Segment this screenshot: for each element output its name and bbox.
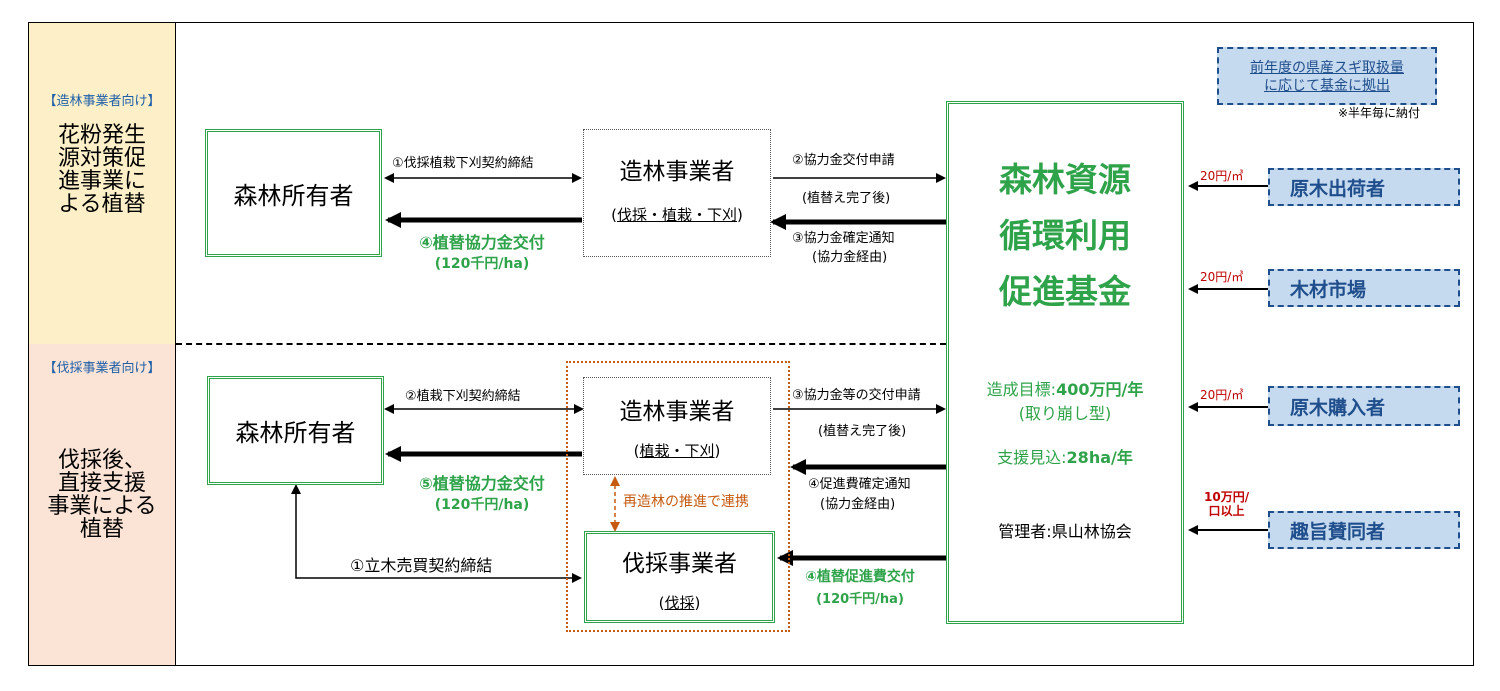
bottom-business-scope: (植栽・下刈) [633,442,721,460]
logging-business-box: 伐採事業者 (伐採) [584,531,775,623]
top-apply-note: (植替え完了後) [802,191,891,206]
fund-manager: 管理者:県山林協会 [998,522,1132,541]
top-business-scope: (伐採・植栽・下刈) [611,206,743,224]
contributor-log-shipper: 原木出荷者 [1268,168,1460,206]
fund-target-note: (取り崩し型) [1018,404,1112,423]
bottom-forest-owner-box: 森林所有者 [207,376,384,485]
top-apply-label: ②協力金交付申請 [792,153,895,168]
bottom-apply-label: ③協力金等の交付申請 [792,388,921,403]
bottom-apply-note: (植替え完了後) [818,424,907,439]
logger-title: 伐採事業者 [622,551,737,577]
bottom-notice-label: ④促進費確定通知 [808,477,911,492]
cooperation-frame [566,361,790,632]
contributor-price-1: 20円/㎥ [1200,169,1244,183]
top-section-sidebar [28,22,176,344]
contributor-price-4: 10万円/ 口以上 [1204,490,1250,518]
top-section-title: 花粉発生 源対策促 進事業に よる植替 [57,123,146,217]
bottom-business-title: 造林事業者 [619,399,735,425]
bottom-section-title: 伐採後、 直接支援 事業による 植替 [47,448,157,542]
bottom-contract-label: ②植栽下刈契約締結 [405,389,521,404]
section-divider [176,343,946,345]
fund-target: 造成目標:400万円/年 [986,380,1144,399]
contributor-timber-market: 木材市場 [1268,269,1460,307]
bottom-afforestation-business-box: 造林事業者 (植栽・下刈) [583,377,771,475]
bottom-section-sidebar [28,344,176,666]
diagram-frame [28,22,1474,666]
fund-title: 森林資源 循環利用 促進基金 [999,160,1131,311]
fund-box: 森林資源 循環利用 促進基金 造成目標:400万円/年 (取り崩し型) 支援見込… [946,101,1184,624]
top-notice-label: ③協力金確定通知 [792,231,895,246]
top-section-tag: 【造林事業者向け】 [43,94,161,109]
logger-scope: (伐採) [658,594,701,612]
cooperation-label: 再造林の推進で連携 [623,494,749,510]
bottom-section-tag: 【伐採事業者向け】 [43,361,161,376]
bottom-notice-note: (協力金経由) [820,497,896,512]
contributor-log-buyer: 原木購入者 [1268,386,1460,426]
bottom-payment-label: ⑤植替協力金交付 (120千円/ha) [419,474,545,513]
contributor-supporter: 趣旨賛同者 [1268,511,1460,549]
promo-payment-label: ④植替促進費交付 (120千円/ha) [805,569,915,607]
contribution-note-sub: ※半年毎に納付 [1338,106,1421,120]
contribution-note-box: 前年度の県産スギ取扱量 に応じて基金に拠出 [1217,47,1437,105]
contributor-price-3: 20円/㎥ [1200,388,1244,402]
top-contract-label: ①伐採植栽下刈契約締結 [392,156,534,171]
top-notice-note: (協力金経由) [812,250,888,265]
top-payment-label: ④植替協力金交付 (120千円/ha) [419,233,545,272]
top-afforestation-business-box: 造林事業者 (伐採・植栽・下刈) [583,129,771,257]
top-business-title: 造林事業者 [619,159,735,185]
fund-support: 支援見込:28ha/年 [997,448,1133,467]
top-forest-owner-box: 森林所有者 [205,129,382,257]
contributor-price-2: 20円/㎥ [1200,270,1244,284]
timber-contract-label: ①立木売買契約締結 [350,556,493,575]
